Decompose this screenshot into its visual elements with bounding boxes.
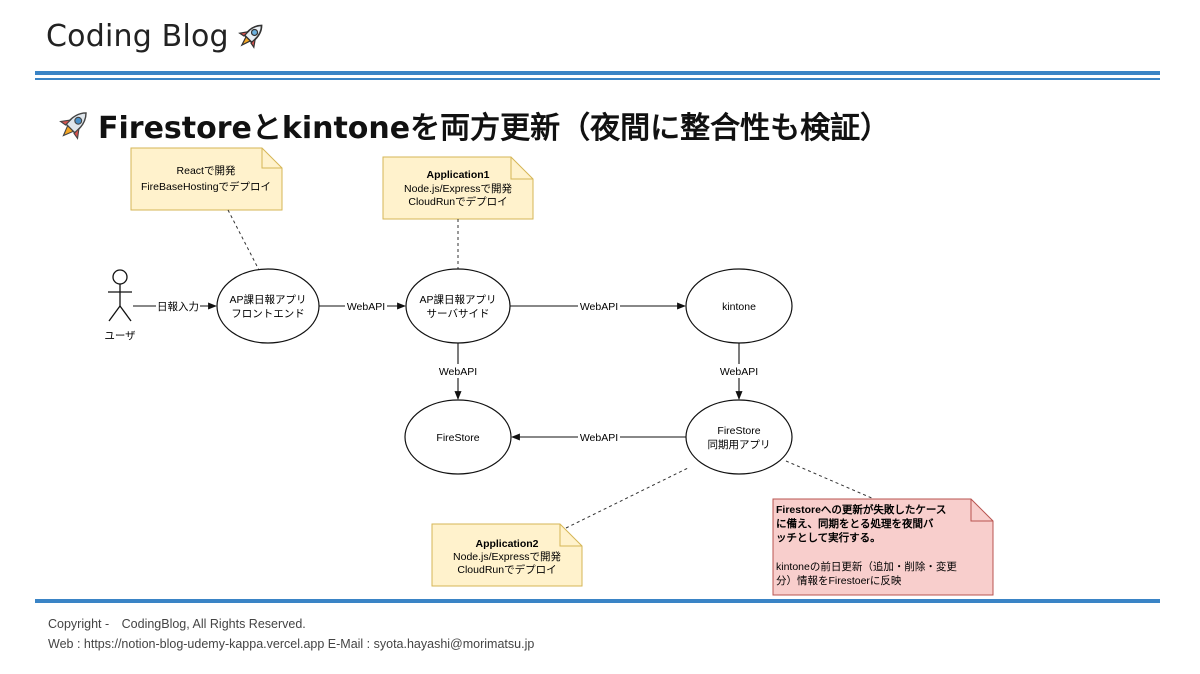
note-frontend-line-2: FireBaseHostingでデプロイ: [141, 180, 271, 193]
footer-copyright: Copyright - CodingBlog, All Rights Reser…: [48, 617, 306, 631]
edge-label-user-frontend: 日報入力: [157, 300, 199, 313]
note-batch-line-2: 分）情報をFirestoerに反映: [776, 574, 902, 587]
node-kintone-label: kintone: [722, 301, 756, 313]
header-rule-thin: [35, 78, 1160, 80]
actor-right-leg: [119, 305, 132, 322]
edge-label-sync-firestore: WebAPI: [580, 432, 618, 444]
node-sync-line-1: FireStore: [717, 425, 760, 437]
node-frontend-line-2: フロントエンド: [231, 308, 305, 320]
actor-head: [112, 269, 128, 285]
note-application2: Application2 Node.js/Expressで開発 CloudRun…: [431, 523, 583, 587]
connector-frontend-note: [227, 209, 260, 271]
node-frontend: AP課日報アプリ フロントエンド: [216, 268, 320, 344]
edge-label-kintone-sync: WebAPI: [720, 366, 758, 378]
rocket-icon: [233, 18, 269, 54]
note-frontend: Reactで開発 FireBaseHostingでデプロイ: [130, 147, 283, 211]
node-server: AP課日報アプリ サーバサイド: [405, 268, 511, 344]
note-application1-line-2: CloudRunでデプロイ: [408, 195, 507, 208]
note-batch-bold-3: ッチとして実行する。: [776, 531, 881, 544]
connector-batch-note: [785, 460, 875, 500]
edge-labels: 日報入力 WebAPI WebAPI WebAPI WebAPI WebAPI: [156, 299, 760, 444]
footer: Copyright - CodingBlog, All Rights Reser…: [48, 614, 534, 654]
actor-label: ユーザ: [104, 330, 136, 342]
note-application1-title: Application1: [426, 169, 489, 181]
node-server-line-1: AP課日報アプリ: [419, 293, 496, 306]
node-firestore-label: FireStore: [436, 432, 479, 444]
header-rule: [35, 71, 1160, 75]
page-title-text: Firestoreとkintoneを両方更新（夜間に整合性も検証）: [98, 111, 891, 146]
node-server-line-2: サーバサイド: [427, 308, 490, 320]
edge-label-frontend-server: WebAPI: [347, 301, 385, 313]
note-connectors: [227, 209, 875, 529]
edge-label-server-kintone: WebAPI: [580, 301, 618, 313]
node-sync: FireStore 同期用アプリ: [685, 399, 793, 475]
rocket-icon: [54, 105, 94, 145]
node-sync-line-2: 同期用アプリ: [708, 439, 771, 451]
actor-left-leg: [108, 305, 121, 322]
note-batch-bold-1: Firestoreへの更新が失敗したケース: [776, 503, 946, 516]
note-batch-line-1: kintoneの前日更新（追加・削除・変更: [776, 560, 957, 573]
node-kintone: kintone: [685, 268, 793, 344]
note-application2-line-1: Node.js/Expressで開発: [453, 550, 561, 563]
node-frontend-line-1: AP課日報アプリ: [229, 293, 306, 306]
note-frontend-line-1: Reactで開発: [177, 164, 236, 177]
architecture-diagram: Reactで開発 FireBaseHostingでデプロイ Applicatio…: [104, 147, 994, 596]
note-batch: Firestoreへの更新が失敗したケース に備え、同期をとる処理を夜間バ ッチ…: [772, 498, 994, 596]
note-batch-bold-2: に備え、同期をとる処理を夜間バ: [776, 517, 934, 530]
actor-user: [108, 269, 132, 322]
node-firestore: FireStore: [404, 399, 512, 475]
brand-header: Coding Blog: [46, 14, 269, 58]
brand-title: Coding Blog: [46, 18, 229, 54]
footer-rule: [35, 599, 1160, 603]
footer-contact: Web : https://notion-blog-udemy-kappa.ve…: [48, 637, 535, 651]
note-application2-title: Application2: [475, 538, 538, 550]
page-title: Firestoreとkintoneを両方更新（夜間に整合性も検証）: [54, 100, 890, 150]
edge-label-server-firestore: WebAPI: [439, 366, 477, 378]
connector-app2-note: [565, 467, 689, 529]
note-application1-line-1: Node.js/Expressで開発: [404, 182, 512, 195]
note-application2-line-2: CloudRunでデプロイ: [457, 563, 556, 576]
note-application1: Application1 Node.js/Expressで開発 CloudRun…: [382, 156, 534, 220]
